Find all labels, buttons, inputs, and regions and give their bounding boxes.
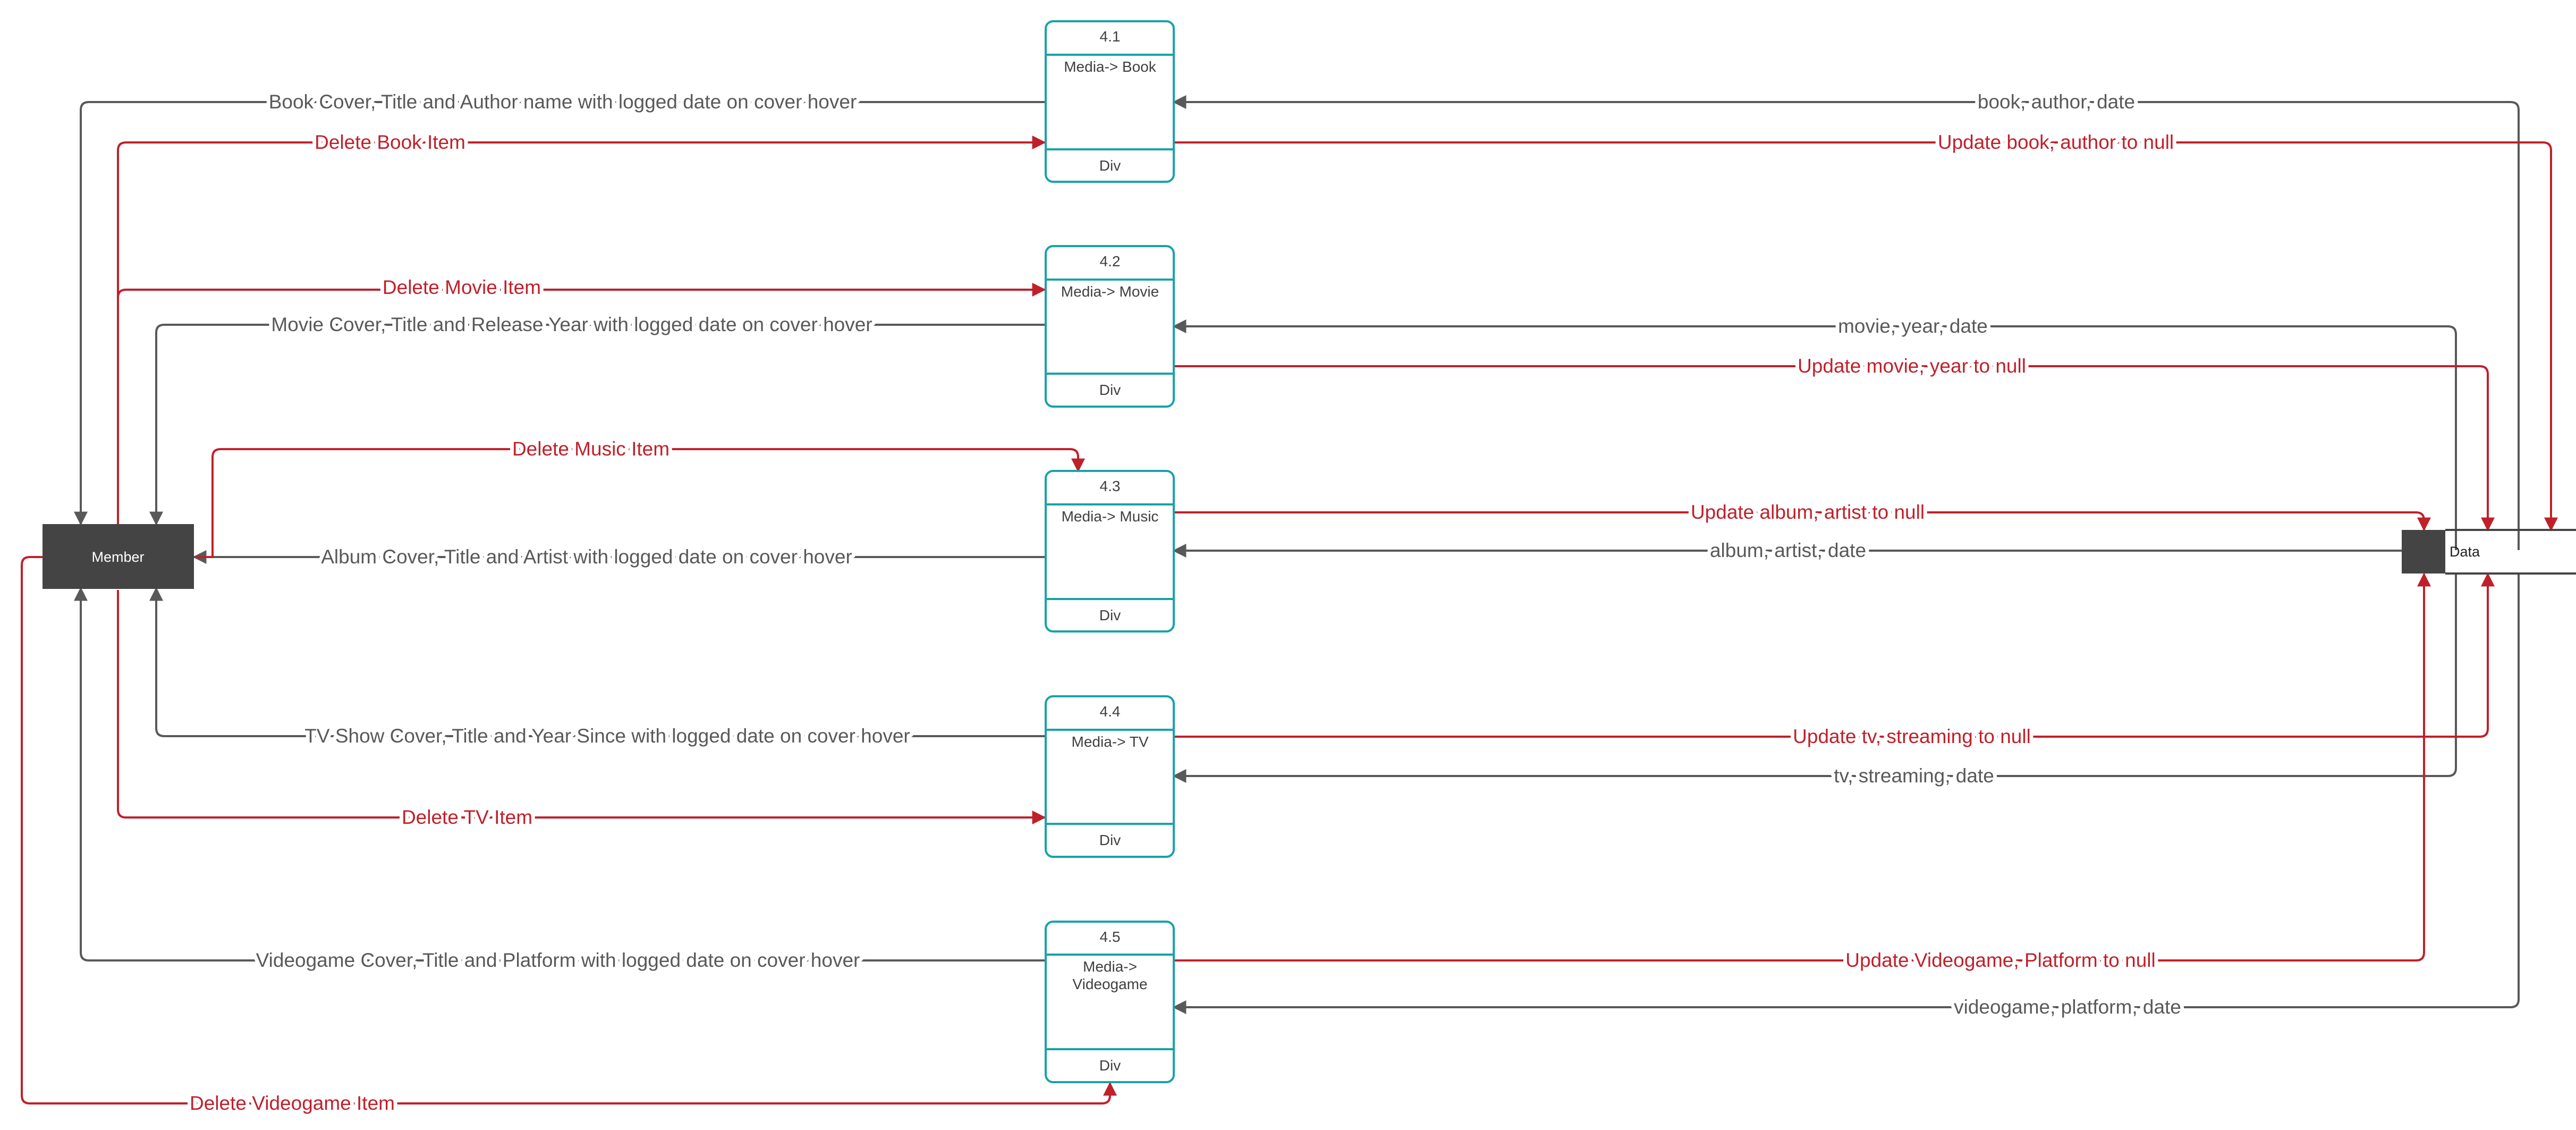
- process-videogame[interactable]: 4.5 Media-> Videogame Div: [1045, 921, 1175, 1083]
- process-title: Media-> Music: [1062, 508, 1159, 525]
- data-store[interactable]: Data: [2402, 529, 2576, 575]
- flow-label-delete-music: Delete Music Item: [512, 438, 670, 460]
- process-id: 4.2: [1100, 253, 1121, 269]
- flow-label-delete-book: Delete Book Item: [315, 131, 465, 153]
- flow-label-update-tv: Update tv, streaming to null: [1793, 726, 2031, 747]
- flow-delete-videogame-line: [21, 556, 1117, 1104]
- process-id: 4.4: [1100, 703, 1121, 720]
- process-title: Media-> Movie: [1061, 283, 1159, 300]
- flow-movie-data-line: [1172, 319, 2457, 550]
- process-title: Media-> TV: [1072, 733, 1149, 750]
- process-footer: Div: [1099, 1057, 1121, 1074]
- process-id: 4.1: [1100, 28, 1121, 45]
- flow-label-album-cover: Album Cover, Title and Artist with logge…: [321, 546, 852, 568]
- flow-delete-movie-line: [117, 283, 1046, 298]
- flow-delete-music-line: [195, 448, 1085, 558]
- red-connectors: [21, 136, 2558, 1104]
- process-tv[interactable]: 4.4 Media-> TV Div: [1045, 695, 1175, 858]
- edge-labels: Book Cover, Title and Author name with l…: [186, 87, 2185, 1118]
- process-footer: Div: [1099, 157, 1121, 174]
- flow-update-videogame-line: [1174, 572, 2431, 962]
- flow-book-data-line: [1172, 95, 2520, 550]
- flow-label-delete-tv: Delete TV Item: [402, 806, 532, 828]
- flow-tv-cover-line: [149, 587, 1046, 737]
- flow-tv-data-line: [1172, 574, 2457, 783]
- flow-label-movie-cover: Movie Cover, Title and Release Year with…: [271, 314, 872, 335]
- flow-update-book-line: [1174, 141, 2558, 532]
- process-id: 4.3: [1100, 478, 1121, 494]
- gray-connectors: [74, 95, 2520, 1014]
- flow-label-movie-data: movie, year, date: [1838, 315, 1988, 337]
- process-id: 4.5: [1100, 929, 1121, 945]
- flow-delete-tv-line: [117, 590, 1046, 824]
- flow-update-album-line: [1174, 511, 2431, 532]
- process-footer: Div: [1099, 832, 1121, 848]
- process-footer: Div: [1099, 607, 1121, 623]
- flow-update-movie-line: [1174, 365, 2495, 532]
- process-title: Media-> Book: [1064, 58, 1157, 75]
- flow-label-delete-videogame: Delete Videogame Item: [190, 1092, 395, 1114]
- flow-label-tv-data: tv, streaming, date: [1834, 765, 1994, 787]
- process-music[interactable]: 4.3 Media-> Music Div: [1045, 470, 1175, 633]
- flow-movie-cover-line: [149, 324, 1046, 526]
- flow-label-tv-cover: TV Show Cover, Title and Year Since with…: [304, 725, 910, 747]
- flow-label-update-book: Update book, author to null: [1938, 131, 2174, 153]
- flow-label-album-data: album, artist, date: [1710, 539, 1866, 561]
- flow-label-update-movie: Update movie, year to null: [1798, 355, 2026, 377]
- process-title: Media->: [1083, 958, 1137, 975]
- data-store-label: Data: [2450, 544, 2480, 560]
- process-title-line-2: Videogame: [1072, 976, 1147, 992]
- flow-label-update-videogame: Update Videogame, Platform to null: [1845, 949, 2155, 971]
- flow-label-videogame-cover: Videogame Cover, Title and Platform with…: [256, 949, 860, 971]
- process-book[interactable]: 4.1 Media-> Book Div: [1045, 20, 1175, 183]
- external-entity-member[interactable]: Member: [43, 524, 194, 589]
- entity-label: Member: [91, 549, 144, 565]
- process-footer: Div: [1099, 382, 1121, 398]
- process-movie[interactable]: 4.2 Media-> Movie Div: [1045, 245, 1175, 408]
- flow-update-tv-line: [1174, 572, 2495, 738]
- flow-label-videogame-data: videogame, platform, date: [1954, 996, 2181, 1018]
- flow-label-book-data: book, author, date: [1978, 91, 2135, 113]
- flow-delete-book-line: [117, 136, 1046, 524]
- flow-label-book-cover: Book Cover, Title and Author name with l…: [269, 91, 857, 113]
- flow-videogame-cover-line: [74, 587, 1046, 962]
- flow-book-cover-line: [74, 101, 1046, 526]
- flow-label-update-album: Update album, artist to null: [1691, 501, 1925, 523]
- flow-label-delete-movie: Delete Movie Item: [383, 276, 541, 298]
- flow-videogame-data-line: [1172, 574, 2520, 1014]
